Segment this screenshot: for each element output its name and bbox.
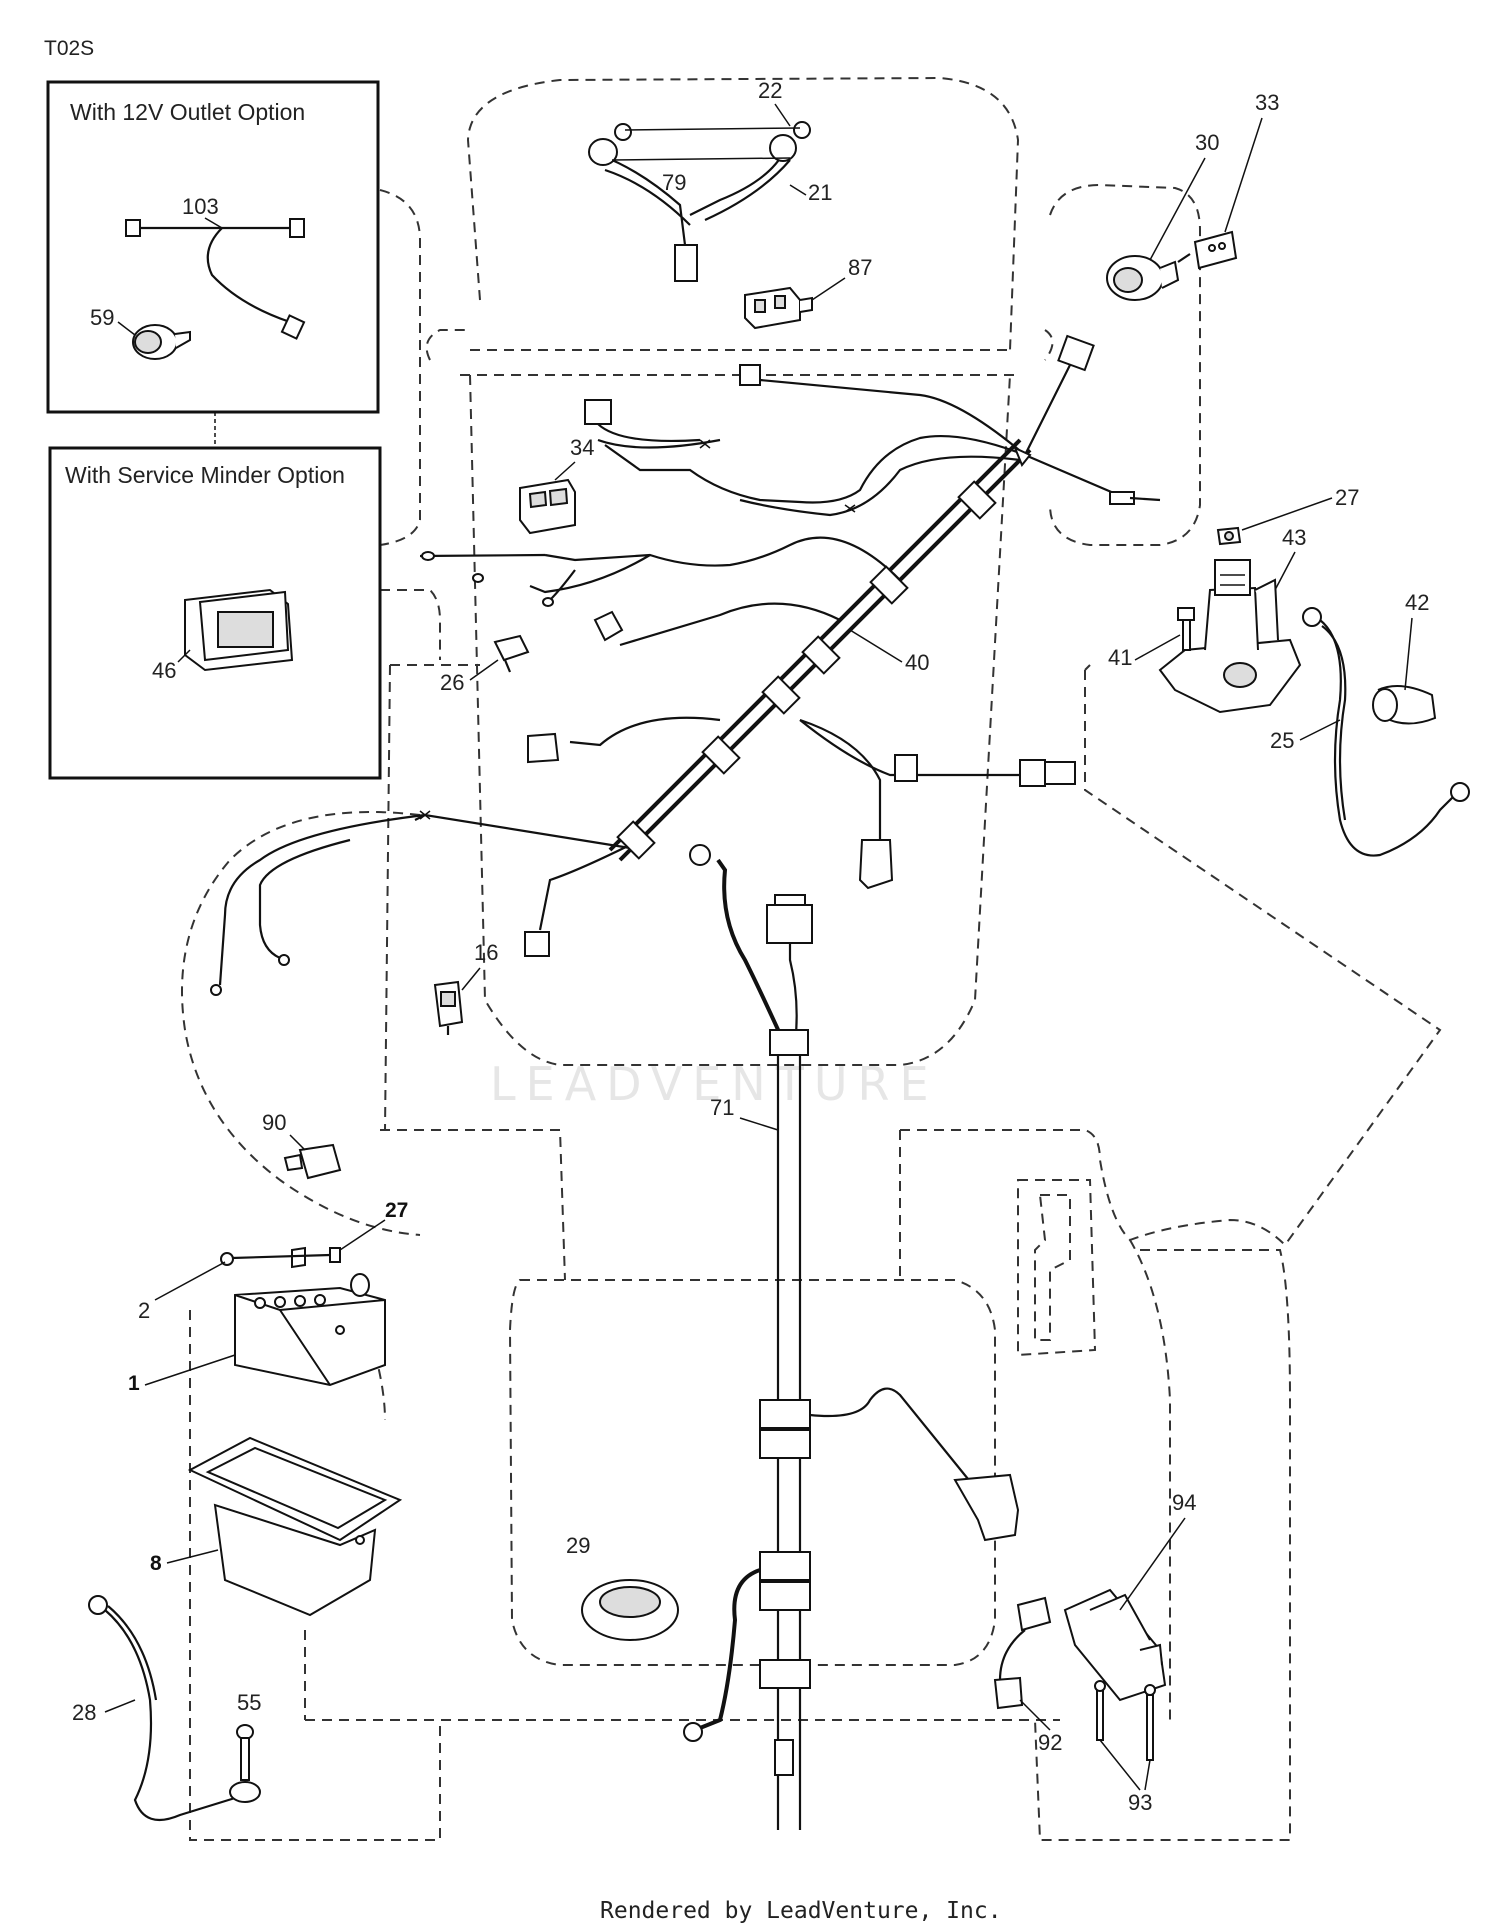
connector-part-16	[433, 980, 464, 1035]
label-87: 87	[848, 255, 872, 280]
ignition-switch-part-30	[1106, 255, 1180, 301]
footer-credit: Rendered by LeadVenture, Inc.	[600, 1898, 1002, 1924]
label-29: 29	[566, 1533, 590, 1558]
key-part-33	[1177, 230, 1238, 270]
chassis-outline	[181, 76, 1442, 1841]
label-8: 8	[150, 1552, 162, 1575]
label-2: 2	[138, 1298, 150, 1323]
label-103: 103	[182, 194, 219, 219]
label-33: 33	[1255, 90, 1279, 115]
label-92: 92	[1038, 1730, 1062, 1755]
label-42: 42	[1405, 590, 1429, 615]
label-41: 41	[1108, 645, 1132, 670]
headlight-harness	[588, 121, 811, 282]
bolt-part-41	[1177, 607, 1195, 651]
label-71: 71	[710, 1095, 734, 1120]
label-22: 22	[758, 78, 782, 103]
battery-tray-part-8	[187, 1436, 403, 1617]
main-harness-part-40	[210, 334, 1161, 996]
label-21: 21	[808, 180, 832, 205]
cable-part-28	[88, 1595, 261, 1822]
label-55: 55	[237, 1690, 261, 1715]
label-43: 43	[1282, 525, 1306, 550]
diagram-code: T02S	[44, 37, 94, 60]
cable-part-25	[1302, 607, 1470, 857]
label-25: 25	[1270, 728, 1294, 753]
label-1: 1	[128, 1372, 140, 1395]
screws-part-93	[1094, 1680, 1156, 1761]
solenoid-part-43	[1158, 559, 1302, 714]
switch-part-34	[519, 478, 576, 535]
inset-12v-outlet: With 12V Outlet Option 103 59	[46, 80, 380, 414]
label-46: 46	[152, 658, 176, 683]
label-27-nut: 27	[1335, 485, 1359, 510]
label-90: 90	[262, 1110, 286, 1135]
label-27-battery: 27	[385, 1199, 408, 1222]
label-30: 30	[1195, 130, 1219, 155]
grommet-part-29	[581, 1579, 679, 1641]
harness-part-71	[683, 844, 1020, 1830]
inset-service-title: With Service Minder Option	[65, 462, 345, 488]
fuse-part-26	[493, 634, 530, 673]
connector-part-92	[993, 1596, 1052, 1710]
connector-part-90	[283, 1143, 342, 1180]
label-40: 40	[905, 650, 929, 675]
label-93: 93	[1128, 1790, 1152, 1815]
inset-service-minder: With Service Minder Option 46	[48, 446, 382, 780]
nut-part-27	[1216, 526, 1242, 546]
label-34: 34	[570, 435, 594, 460]
label-16: 16	[474, 940, 498, 965]
inset-12v-title: With 12V Outlet Option	[70, 99, 305, 125]
relay-part-87	[744, 286, 813, 330]
boot-part-42	[1372, 685, 1437, 725]
label-28: 28	[72, 1700, 96, 1725]
battery-part-1	[234, 1273, 386, 1387]
label-79: 79	[662, 170, 686, 195]
bolt-part-55	[236, 1724, 254, 1781]
module-part-94	[1063, 1588, 1167, 1702]
label-59: 59	[90, 305, 114, 330]
label-94: 94	[1172, 1490, 1196, 1515]
label-26: 26	[440, 670, 464, 695]
